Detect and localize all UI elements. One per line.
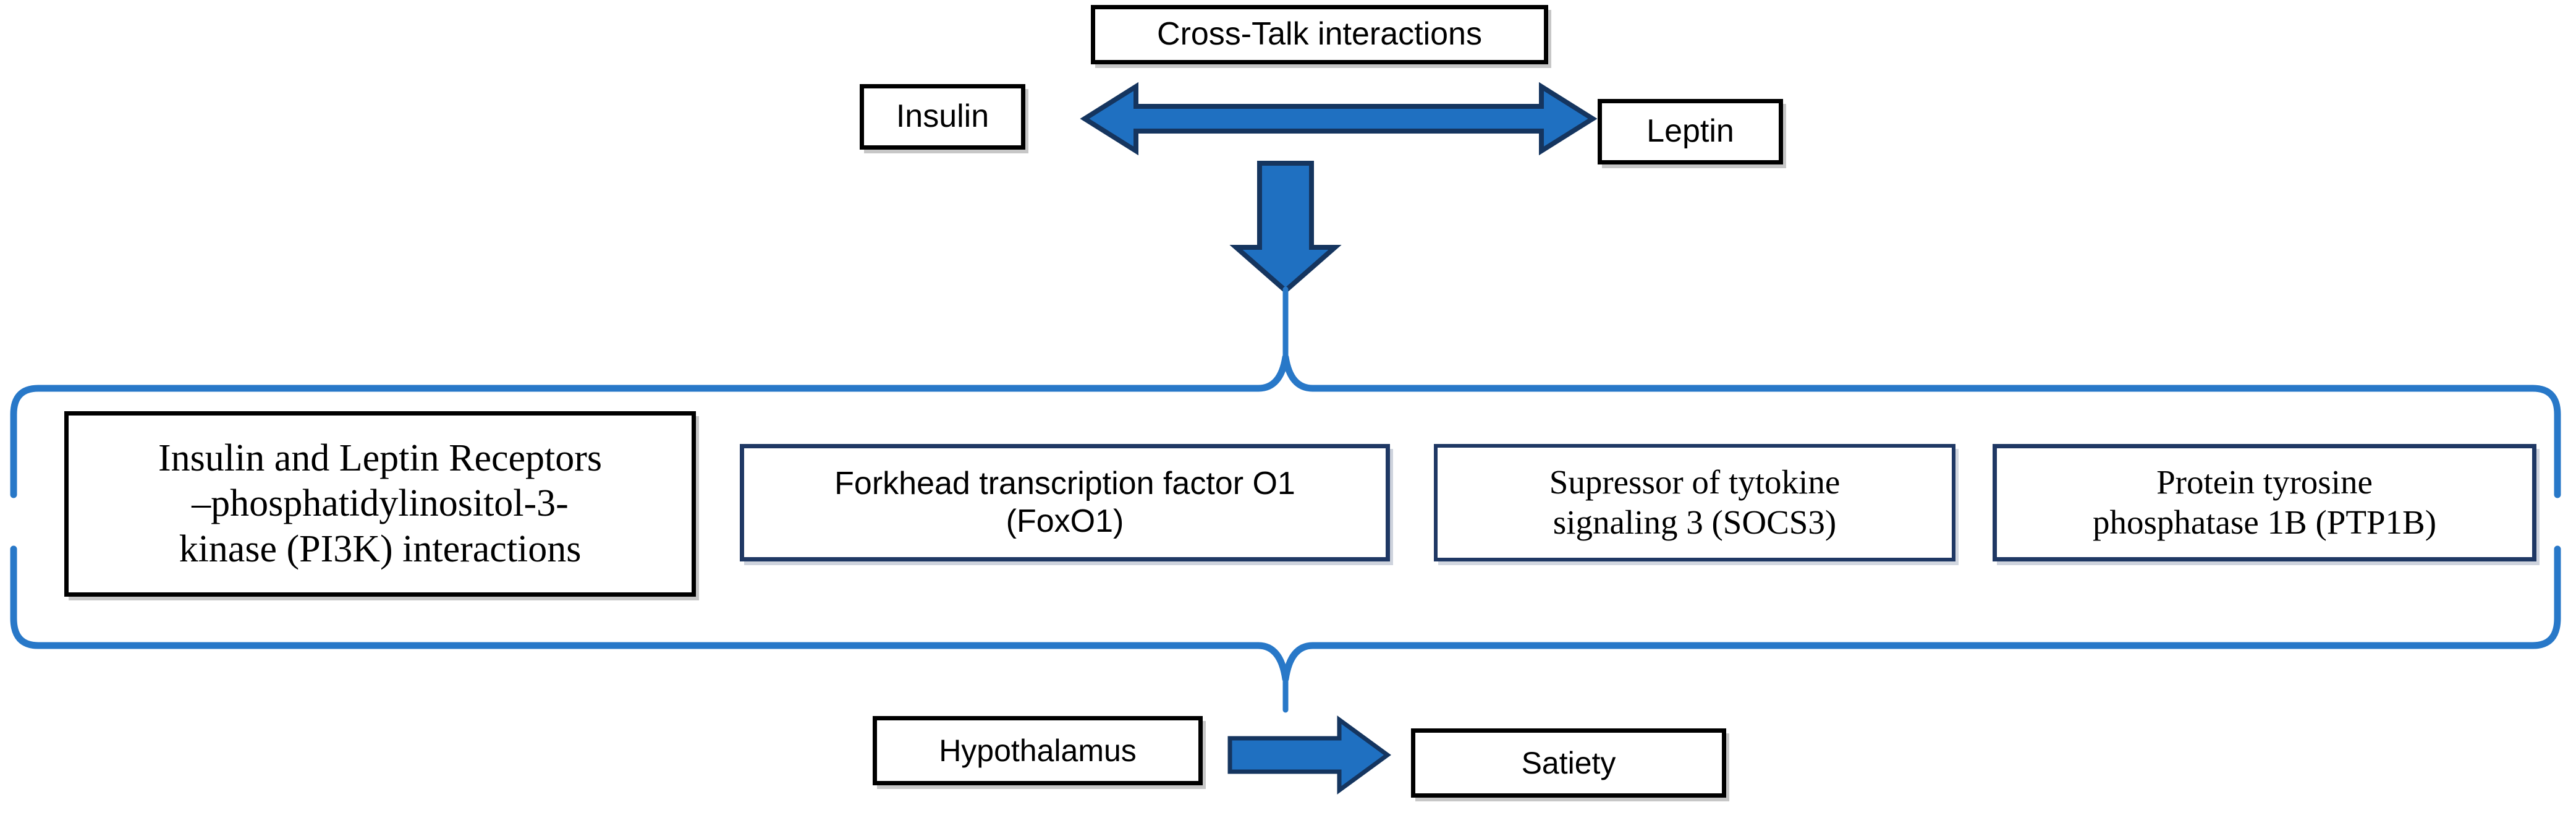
foxo1-label: Forkhead transcription factor O1 (FoxO1) [834, 465, 1295, 541]
pi3k-line-1: Insulin and Leptin Receptors [158, 437, 602, 480]
satiety-label: Satiety [1521, 745, 1616, 780]
hypothalamus-label: Hypothalamus [939, 733, 1137, 768]
insulin-label: Insulin [896, 98, 989, 135]
insulin-leptin-double-arrow [1080, 82, 1598, 156]
socs3-line-1: Supressor of tytokine [1549, 463, 1841, 501]
leptin-label: Leptin [1646, 113, 1734, 150]
pi3k-interactions-box[interactable]: Insulin and Leptin Receptors –phosphatid… [64, 411, 696, 597]
socs3-label: Supressor of tytokine signaling 3 (SOCS3… [1549, 463, 1841, 543]
ptp1b-line-2: phosphatase 1B (PTP1B) [2092, 503, 2437, 541]
ptp1b-line-1: Protein tyrosine [2156, 463, 2373, 501]
pi3k-line-3: kinase (PI3K) interactions [179, 527, 582, 570]
satiety-box[interactable]: Satiety [1411, 728, 1726, 798]
socs3-box[interactable]: Supressor of tytokine signaling 3 (SOCS3… [1434, 444, 1955, 561]
hypothalamus-box[interactable]: Hypothalamus [873, 716, 1203, 785]
socs3-line-2: signaling 3 (SOCS3) [1553, 503, 1837, 541]
hypothalamus-satiety-arrow [1227, 715, 1391, 795]
ptp1b-label: Protein tyrosine phosphatase 1B (PTP1B) [2093, 463, 2436, 543]
foxo1-box[interactable]: Forkhead transcription factor O1 (FoxO1) [740, 444, 1390, 561]
ptp1b-box[interactable]: Protein tyrosine phosphatase 1B (PTP1B) [1993, 444, 2536, 561]
crosstalk-down-arrow [1229, 161, 1342, 294]
crosstalk-header-label: Cross-Talk interactions [1157, 16, 1482, 53]
insulin-box[interactable]: Insulin [860, 84, 1025, 150]
foxo1-line-2: (FoxO1) [1006, 503, 1124, 539]
pi3k-interactions-label: Insulin and Leptin Receptors –phosphatid… [158, 436, 602, 571]
pi3k-line-2: –phosphatidylinositol-3- [192, 482, 569, 525]
crosstalk-header-box[interactable]: Cross-Talk interactions [1091, 5, 1548, 64]
foxo1-line-1: Forkhead transcription factor O1 [834, 465, 1295, 501]
leptin-box[interactable]: Leptin [1598, 99, 1783, 164]
mechanism-brace-top [10, 354, 2561, 498]
